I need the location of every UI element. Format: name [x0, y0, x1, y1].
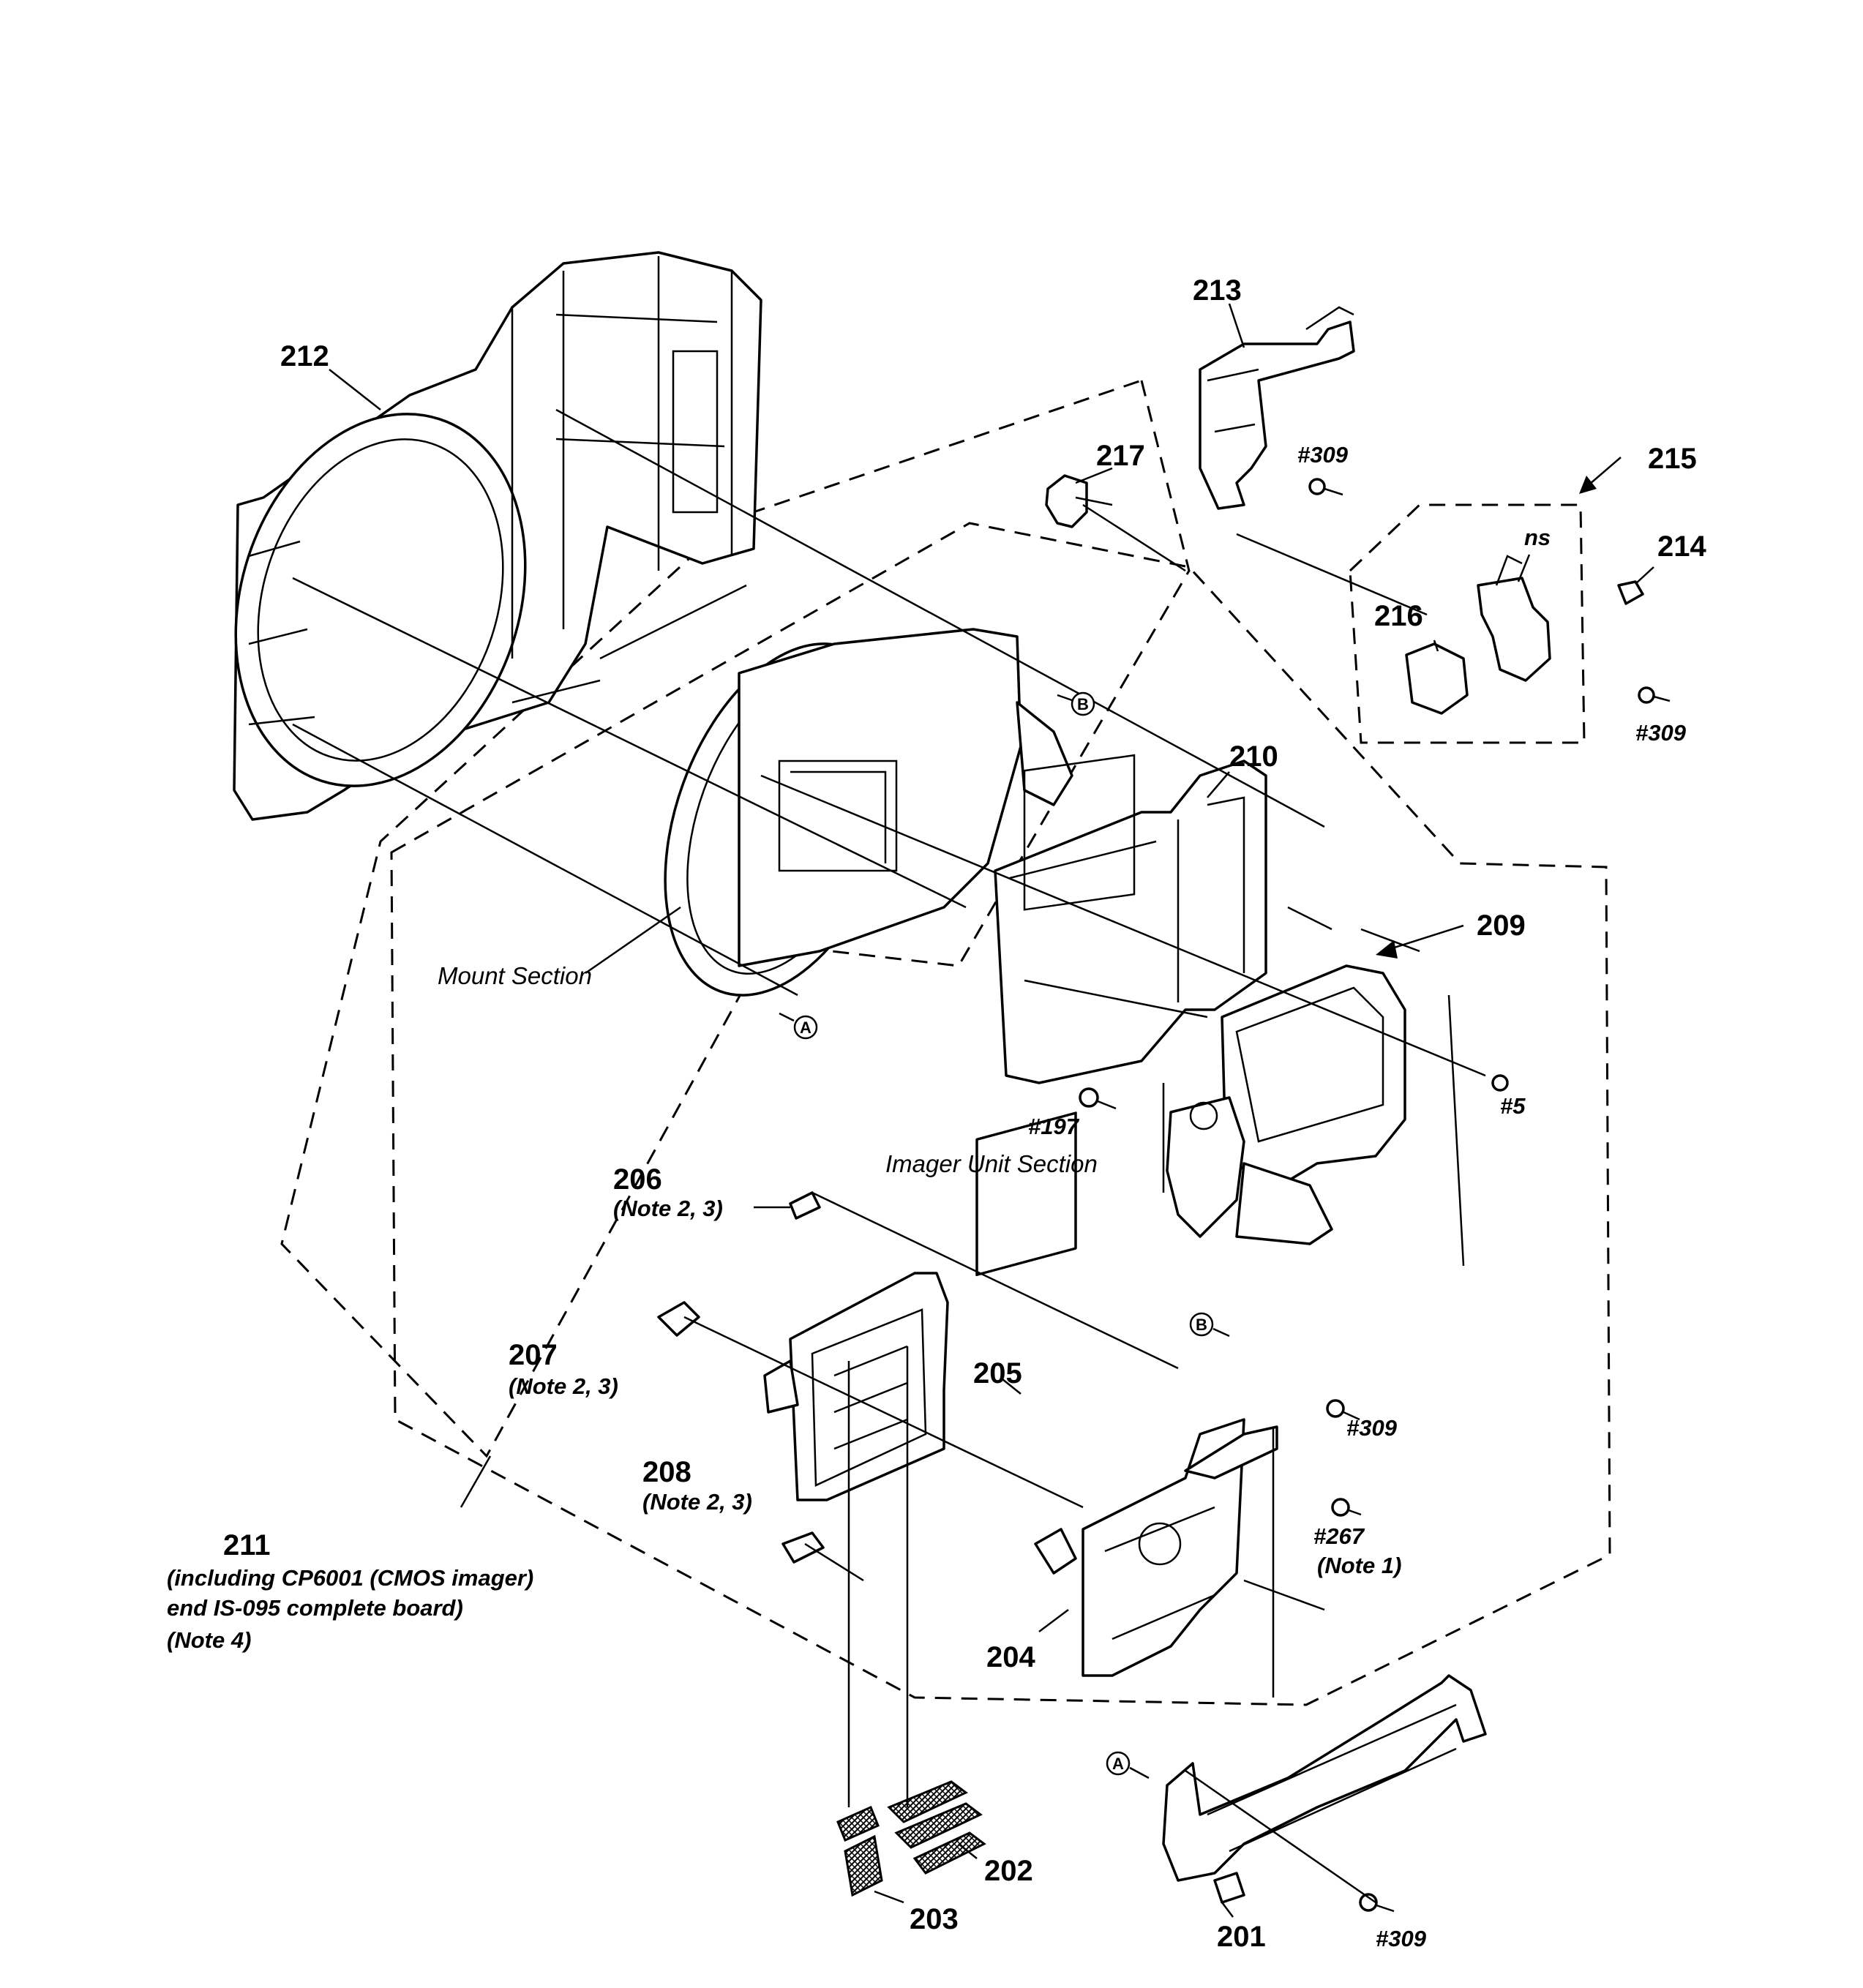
label-204: 204	[986, 1641, 1035, 1673]
mount-section-body	[664, 628, 1073, 997]
svg-text:A: A	[1112, 1755, 1124, 1773]
leader-214	[1635, 566, 1654, 585]
label-213: 213	[1193, 274, 1242, 307]
leader-203	[874, 1890, 904, 1904]
screw-label-197: #197	[1028, 1114, 1080, 1139]
screw-309-201	[1359, 1893, 1395, 1913]
label-211: 211	[223, 1529, 271, 1561]
arrow-209	[1382, 924, 1464, 953]
part-202-pads	[887, 1780, 986, 1875]
part-208	[781, 1531, 825, 1564]
label-208: 208	[642, 1456, 691, 1488]
part-209-sensor-frame	[1166, 964, 1406, 1245]
leader-201	[1221, 1902, 1234, 1918]
screw-197	[1079, 1087, 1117, 1110]
label-215: 215	[1648, 443, 1697, 475]
ref-b-top: B	[1057, 691, 1095, 716]
label-206: 206	[613, 1163, 662, 1196]
part-206	[789, 1191, 821, 1220]
note-207: (Note 2, 3)	[509, 1373, 618, 1399]
leader-211	[460, 1455, 492, 1508]
group-215-outline	[1349, 503, 1586, 744]
section-label-imager: Imager Unit Section	[885, 1150, 1098, 1177]
screw-label-5: #5	[1500, 1093, 1526, 1119]
part-210-imager-frame	[994, 754, 1267, 1084]
part-213-bracket	[1199, 306, 1355, 510]
assembly-lines	[292, 408, 1486, 1904]
screw-label-267: #267	[1313, 1523, 1365, 1549]
screw-label-309-201: #309	[1376, 1926, 1427, 1951]
svg-text:B: B	[1077, 695, 1089, 713]
arrowhead-215	[1579, 476, 1597, 494]
screw-309-215	[1638, 686, 1671, 704]
label-203: 203	[910, 1903, 959, 1935]
leader-210	[1207, 771, 1230, 798]
screw-267	[1331, 1498, 1362, 1517]
svg-text:A: A	[800, 1019, 811, 1037]
section-label-mount: Mount Section	[438, 962, 592, 989]
screw-label-309-b: #309	[1346, 1415, 1398, 1441]
part-201-bottom-bracket	[1162, 1674, 1487, 1904]
label-216: 216	[1374, 600, 1423, 632]
label-217: 217	[1096, 440, 1145, 472]
leader-mount	[585, 906, 681, 975]
part-216	[1405, 642, 1469, 715]
leader-217	[1075, 467, 1113, 484]
part-217	[1045, 474, 1113, 528]
ref-b-lower: B	[1189, 1312, 1230, 1338]
screw-label-309-213: #309	[1297, 442, 1349, 468]
part-207	[657, 1301, 700, 1337]
screw-309-b	[1326, 1399, 1360, 1421]
screw-5	[1491, 1074, 1509, 1092]
label-205: 205	[973, 1357, 1022, 1389]
svg-text:B: B	[1196, 1316, 1207, 1334]
mount-section-outline	[280, 379, 1191, 1458]
leader-212	[329, 369, 381, 410]
label-ns: ns	[1524, 525, 1551, 550]
desc-211-line3: (Note 4)	[167, 1627, 251, 1653]
label-210: 210	[1229, 740, 1278, 773]
leader-202	[958, 1843, 978, 1859]
ref-a-bottom: A	[1106, 1751, 1150, 1779]
part-214	[1617, 580, 1644, 605]
note-206: (Note 2, 3)	[613, 1196, 723, 1221]
leader-ns	[1517, 554, 1531, 582]
screw-label-309-215: #309	[1635, 720, 1687, 746]
label-202: 202	[984, 1855, 1033, 1887]
label-214: 214	[1657, 530, 1706, 563]
part-211-board-assembly	[763, 1272, 949, 1501]
leader-216	[1433, 639, 1439, 652]
leader-213	[1228, 303, 1245, 348]
note-267: (Note 1)	[1317, 1553, 1401, 1578]
leader-205	[1002, 1379, 1022, 1395]
part-215-assembly	[1477, 555, 1551, 682]
ref-a-mount: A	[779, 1012, 818, 1040]
label-201: 201	[1217, 1921, 1266, 1953]
leader-204	[1038, 1609, 1069, 1632]
label-207: 207	[509, 1339, 558, 1371]
label-212: 212	[280, 340, 329, 372]
desc-211-line1: (including CP6001 (CMOS imager)	[167, 1565, 533, 1591]
desc-211-line2: end IS-095 complete board)	[167, 1595, 463, 1621]
part-212-front-frame	[233, 251, 762, 821]
label-209: 209	[1477, 909, 1526, 942]
imager-unit-section-outline	[390, 522, 1611, 1706]
screw-309-213	[1308, 478, 1343, 496]
part-205-plate	[975, 1111, 1077, 1277]
part-204-rear-bracket	[1034, 1418, 1278, 1677]
arrowhead-209	[1376, 940, 1398, 959]
part-203-pads	[836, 1805, 883, 1897]
note-208: (Note 2, 3)	[642, 1489, 752, 1515]
